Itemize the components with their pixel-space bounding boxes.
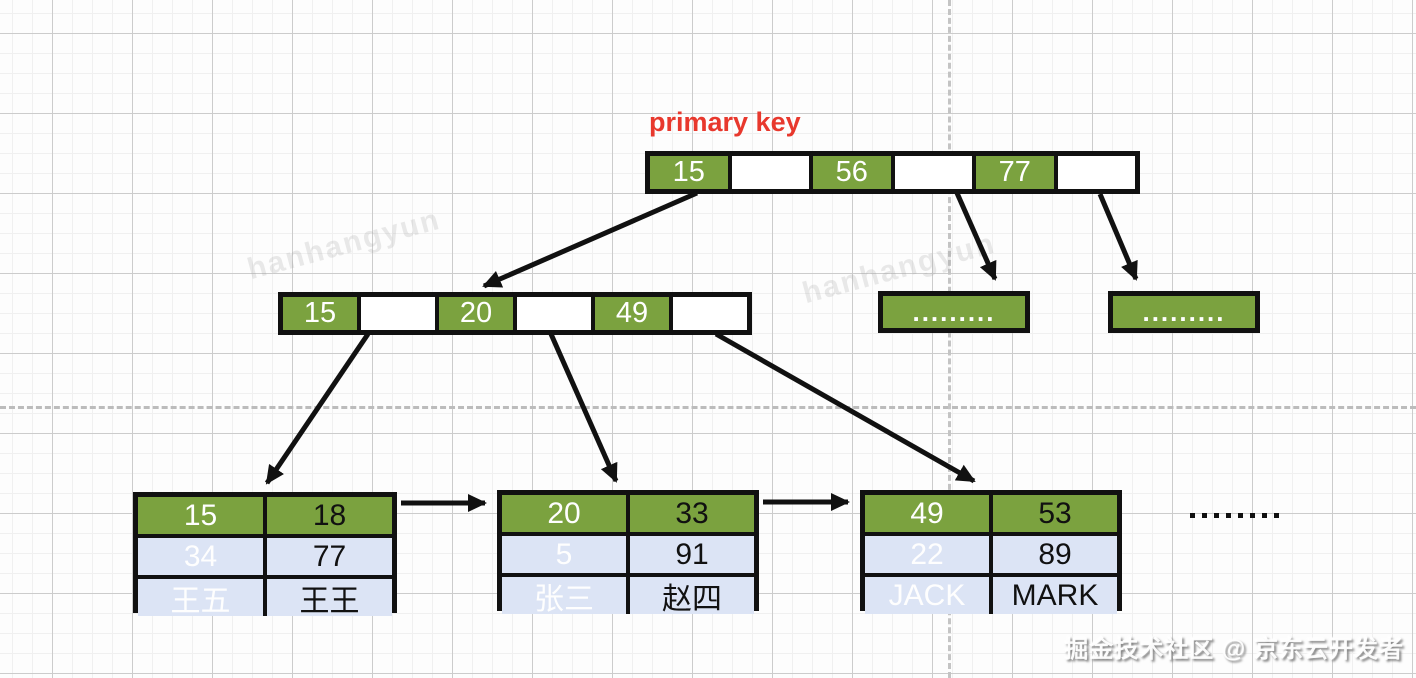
leaf-cell: 张三 — [502, 577, 630, 614]
leaf-row: 49 53 — [865, 495, 1117, 532]
leaf-row: 张三 赵四 — [502, 573, 754, 614]
internal-key-cell: 20 — [435, 297, 513, 330]
leaf-cell: 89 — [993, 536, 1117, 573]
internal-pointer-cell — [669, 297, 747, 330]
leaf-cell: 王五 — [138, 579, 267, 616]
leaf-row: 5 91 — [502, 532, 754, 573]
internal-key-cell: 49 — [591, 297, 669, 330]
leaf-row: 34 77 — [138, 534, 392, 575]
leaf-cell: 赵四 — [630, 577, 754, 614]
internal-key-cell: 15 — [283, 297, 357, 330]
leaf-cell: 34 — [138, 538, 267, 575]
root-key-cell: 15 — [650, 156, 728, 189]
root-key-cell: 77 — [972, 156, 1054, 189]
leaf-cell: 77 — [267, 538, 392, 575]
leaf-cell: 91 — [630, 536, 754, 573]
leaf-row: 20 33 — [502, 495, 754, 532]
internal-index-node: 15 20 49 — [278, 292, 752, 335]
root-pointer-cell — [727, 156, 809, 189]
leaf-page: 20 33 5 91 张三 赵四 — [497, 490, 759, 614]
collapsed-subtree-node: ......... — [878, 291, 1030, 333]
leaf-page: 15 18 34 77 王五 王王 — [133, 492, 397, 616]
leaf-cell: 18 — [267, 497, 392, 534]
leaf-cell: JACK — [865, 577, 993, 614]
internal-pointer-cell — [357, 297, 435, 330]
root-pointer-cell — [1053, 156, 1135, 189]
leaf-row: 22 89 — [865, 532, 1117, 573]
horizontal-dashed-guide — [0, 406, 1416, 409]
leaf-row: JACK MARK — [865, 573, 1117, 614]
leaf-row: 王五 王王 — [138, 575, 392, 616]
leaf-cell: 22 — [865, 536, 993, 573]
leaf-page: 49 53 22 89 JACK MARK — [860, 490, 1122, 614]
more-pages-ellipsis — [1190, 513, 1280, 518]
collapsed-subtree-node: ......... — [1108, 291, 1260, 333]
leaf-cell: 15 — [138, 497, 267, 534]
leaf-cell: MARK — [993, 577, 1117, 614]
leaf-cell: 33 — [630, 495, 754, 532]
primary-key-annotation: primary key — [649, 107, 801, 137]
root-index-node: 15 56 77 — [645, 151, 1140, 194]
leaf-cell: 20 — [502, 495, 630, 532]
leaf-cell: 5 — [502, 536, 630, 573]
root-pointer-cell — [890, 156, 972, 189]
footer-watermark: 掘金技术社区 @ 京东云开发者 — [1064, 636, 1404, 663]
diagonal-watermark: hanhangyun — [243, 202, 445, 287]
leaf-row: 15 18 — [138, 497, 392, 534]
internal-pointer-cell — [513, 297, 591, 330]
leaf-cell: 王王 — [267, 579, 392, 616]
leaf-cell: 49 — [865, 495, 993, 532]
root-key-cell: 56 — [809, 156, 891, 189]
leaf-cell: 53 — [993, 495, 1117, 532]
